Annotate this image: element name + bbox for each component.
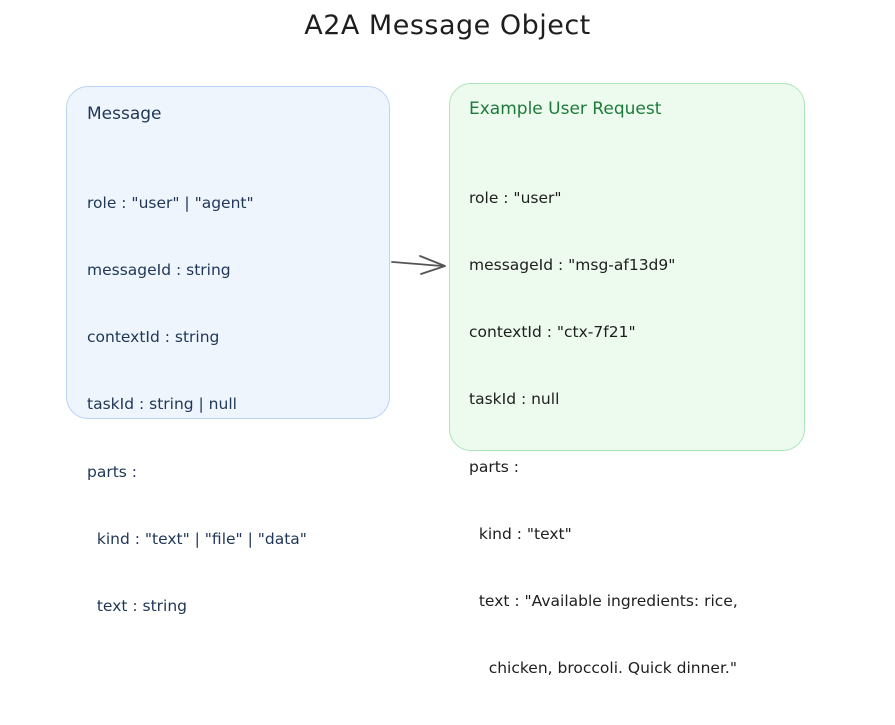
example-field-messageid: messageId : "msg-af13d9" [469,256,676,275]
schema-field-taskid: taskId : string | null [87,395,237,414]
example-field-parts-text: text : "Available ingredients: rice, [469,592,738,611]
schema-field-role: role : "user" | "agent" [87,193,254,212]
schema-field-parts-kind: kind : "text" | "file" | "data" [87,529,307,548]
schema-field-messageid: messageId : string [87,261,231,280]
example-field-taskid: taskId : null [469,390,560,409]
schema-field-parts: parts : [87,462,138,481]
example-field-contextid: contextId : "ctx-7f21" [469,323,636,342]
example-field-parts-text-continued: chicken, broccoli. Quick dinner." [469,659,737,678]
example-field-role: role : "user" [469,188,562,207]
diagram-title: A2A Message Object [304,10,591,41]
example-request-fields: role : "user" messageId : "msg-af13d9" c… [469,142,738,725]
message-schema-fields: role : "user" | "agent" messageId : stri… [87,147,307,662]
message-schema-box: Message role : "user" | "agent" messageI… [66,86,390,615]
flow-arrow-icon [391,255,446,275]
example-request-box: Example User Request role : "user" messa… [449,83,805,677]
schema-field-contextid: contextId : string [87,328,220,347]
example-request-title: Example User Request [469,99,662,119]
example-field-parts: parts : [469,457,520,476]
example-field-parts-kind: kind : "text" [469,524,572,543]
message-schema-title: Message [87,104,162,124]
schema-field-parts-text: text : string [87,597,188,616]
